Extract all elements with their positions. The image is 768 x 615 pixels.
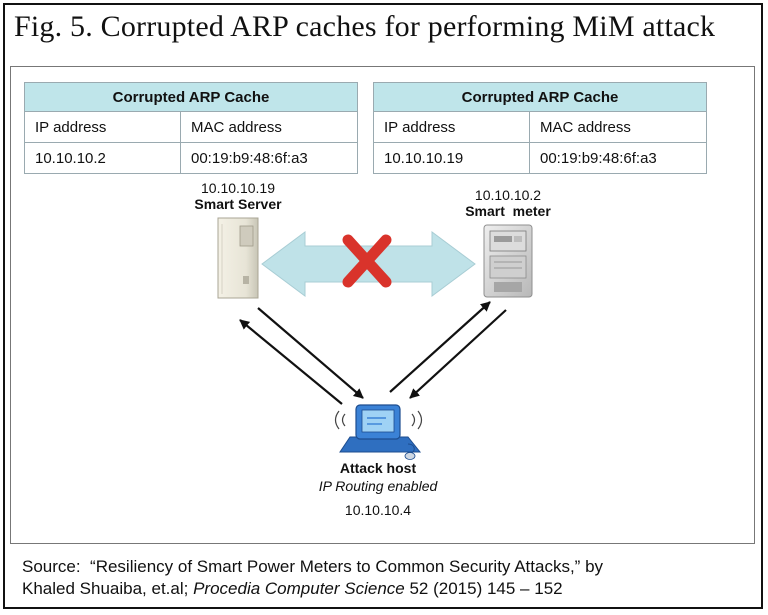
server-to-attacker-arrow — [257, 307, 364, 399]
attacker-ip-label: 10.10.10.4 — [344, 502, 412, 518]
attacker-to-server-arrow — [239, 319, 343, 405]
right-arp-cache-header: Corrupted ARP Cache — [374, 83, 706, 112]
attacker-name-label: Attack host — [339, 460, 417, 476]
attack-host-computer-icon — [334, 404, 423, 460]
cross-icon — [342, 234, 392, 288]
right-ip-value: 10.10.10.19 — [374, 143, 530, 173]
left-arp-cache-entry-row: 10.10.10.2 00:19:b9:48:6f:a3 — [25, 143, 357, 173]
server-name-label: Smart Server — [194, 196, 282, 212]
smart-meter-icon — [483, 224, 533, 298]
source-line-2: Khaled Shuaiba, et.al; Procedia Computer… — [22, 578, 752, 600]
right-mac-value: 00:19:b9:48:6f:a3 — [540, 149, 657, 167]
source-citation: Source: “Resiliency of Smart Power Meter… — [22, 556, 752, 600]
right-mac-column-header: MAC address — [540, 118, 631, 136]
figure-title: Fig. 5. Corrupted ARP caches for perform… — [14, 10, 716, 43]
meter-ip-label: 10.10.10.2 — [474, 187, 542, 203]
attacker-label: Attack host IP Routing enabled 10.10.10.… — [288, 460, 468, 518]
server-ip-label: 10.10.10.19 — [201, 180, 275, 196]
source-line-1: Source: “Resiliency of Smart Power Meter… — [22, 557, 604, 576]
left-arp-cache-column-row: IP address MAC address — [25, 112, 357, 143]
meter-name-label: Smart meter — [465, 203, 551, 219]
right-arp-cache-table: Corrupted ARP Cache IP address MAC addre… — [373, 82, 707, 174]
attacker-to-meter-arrow — [389, 301, 491, 393]
left-mac-column-header: MAC address — [191, 118, 282, 136]
meter-label: 10.10.10.2 Smart meter — [458, 187, 558, 219]
left-ip-value: 10.10.10.2 — [25, 143, 181, 173]
attacker-note-label: IP Routing enabled — [318, 478, 438, 494]
right-arp-cache-entry-row: 10.10.10.19 00:19:b9:48:6f:a3 — [374, 143, 706, 173]
source-journal: Procedia Computer Science — [193, 579, 405, 598]
meter-to-attacker-arrow — [409, 309, 507, 399]
source-authors: Khaled Shuaiba, et.al; — [22, 579, 194, 598]
left-ip-column-header: IP address — [25, 112, 181, 142]
server-icon — [217, 217, 259, 299]
right-arp-cache-column-row: IP address MAC address — [374, 112, 706, 143]
left-arp-cache-table: Corrupted ARP Cache IP address MAC addre… — [24, 82, 358, 174]
left-mac-value: 00:19:b9:48:6f:a3 — [191, 149, 308, 167]
left-arp-cache-header: Corrupted ARP Cache — [25, 83, 357, 112]
server-label: 10.10.10.19 Smart Server — [188, 180, 288, 212]
right-ip-column-header: IP address — [374, 112, 530, 142]
source-volume-pages: 52 (2015) 145 – 152 — [404, 579, 563, 598]
